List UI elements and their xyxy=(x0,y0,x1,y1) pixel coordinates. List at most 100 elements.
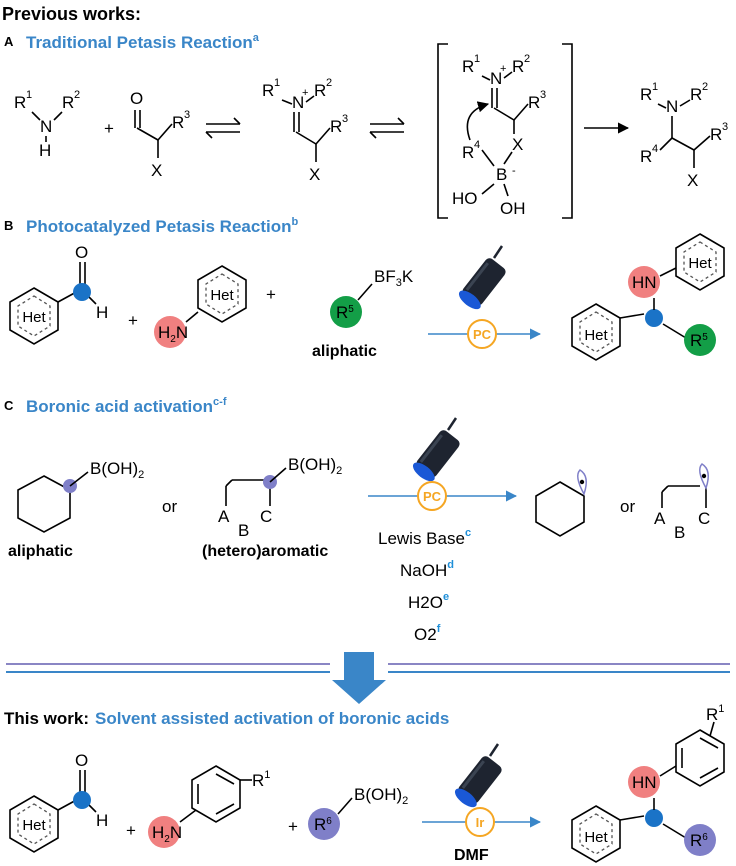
pc-label-b: PC xyxy=(473,327,492,342)
aliphatic-label-c: aliphatic xyxy=(8,543,73,560)
svg-text:R: R xyxy=(512,57,524,76)
svg-text:R: R xyxy=(330,117,342,136)
svg-text:R: R xyxy=(62,93,74,112)
section-b: B Photocatalyzed Petasis Reactionb Het O… xyxy=(4,216,725,361)
equilibrium-arrows-a2 xyxy=(369,117,405,139)
conditions-list: Lewis Basec NaOHd H2Oe O2f xyxy=(378,527,471,644)
svg-text:B: B xyxy=(674,523,685,542)
section-b-title-text: Photocatalyzed Petasis Reaction xyxy=(26,217,291,236)
r6-boronic-acid-tw: R6 B(OH)2 xyxy=(308,785,408,840)
this-work-section: This work: Solvent assisted activation of… xyxy=(4,703,725,864)
plus-b1: + xyxy=(128,311,138,330)
svg-text:+: + xyxy=(500,63,506,75)
product-carbon-dot xyxy=(645,309,663,327)
svg-text:N: N xyxy=(292,93,304,112)
svg-text:N: N xyxy=(40,117,52,136)
svg-text:-: - xyxy=(512,165,516,177)
svg-text:B(OH)2: B(OH)2 xyxy=(288,455,342,477)
svg-text:HO: HO xyxy=(452,189,478,208)
svg-text:O: O xyxy=(130,89,143,108)
product-structure-tw: Het HN R1 R6 xyxy=(571,703,725,863)
svg-text:A: A xyxy=(654,509,666,528)
plus-tw1: + xyxy=(126,821,136,840)
svg-text:R: R xyxy=(14,93,26,112)
svg-text:3: 3 xyxy=(342,113,348,125)
svg-text:N: N xyxy=(490,69,502,88)
section-c-title-sup: c-f xyxy=(213,396,227,408)
svg-text:R: R xyxy=(314,81,326,100)
section-a-title-sup: a xyxy=(253,32,260,44)
svg-text:H2N: H2N xyxy=(158,323,188,345)
this-work-prefix: This work: xyxy=(4,709,89,728)
svg-text:B(OH)2: B(OH)2 xyxy=(354,785,408,807)
svg-text:1: 1 xyxy=(274,77,280,89)
this-work-title-text: Solvent assisted activation of boronic a… xyxy=(95,709,449,728)
or-label-c1: or xyxy=(162,497,177,516)
svg-text:B: B xyxy=(238,521,249,540)
heteroaromatic-boronic-acid: A B C B(OH)2 (hetero)aromatic xyxy=(202,455,342,560)
svg-text:4: 4 xyxy=(652,143,658,155)
condition-naoh: NaOHd xyxy=(400,559,454,580)
cyclohexyl-boronic-acid: B(OH)2 aliphatic xyxy=(8,459,144,560)
aromatic-radical: A B C xyxy=(654,463,710,542)
svg-text:B: B xyxy=(496,165,507,184)
svg-text:OH: OH xyxy=(500,199,526,218)
section-divider xyxy=(6,652,730,704)
plus-a1: + xyxy=(104,119,114,138)
svg-text:HN: HN xyxy=(632,273,657,292)
svg-text:O: O xyxy=(75,243,88,262)
aromatic-label-c: (hetero)aromatic xyxy=(202,543,328,560)
r5-green-circle xyxy=(330,296,362,328)
svg-text:R: R xyxy=(690,85,702,104)
svg-text:O: O xyxy=(75,751,88,770)
svg-text:HN: HN xyxy=(632,773,657,792)
dmf-label: DMF xyxy=(454,847,489,864)
cyclohexyl-radical xyxy=(535,469,587,537)
section-c-title-text: Boronic acid activation xyxy=(26,397,213,416)
section-b-letter: B xyxy=(4,218,13,233)
het-aldehyde-tw: Het O H xyxy=(9,751,108,853)
svg-text:B(OH)2: B(OH)2 xyxy=(90,459,144,481)
svg-text:1: 1 xyxy=(26,89,32,101)
r5-bf3k-b: R5 BF3K aliphatic xyxy=(312,267,414,360)
svg-text:Het: Het xyxy=(22,817,46,834)
photocatalysis-arrow-c: PC xyxy=(368,416,518,511)
svg-text:4: 4 xyxy=(474,139,480,151)
svg-text:X: X xyxy=(151,161,162,180)
svg-text:2: 2 xyxy=(702,81,708,93)
svg-text:3: 3 xyxy=(184,109,190,121)
svg-text:C: C xyxy=(698,509,710,528)
het-aldehyde-b: Het O H xyxy=(9,243,108,345)
condition-lewis-base: Lewis Basec xyxy=(378,527,471,548)
svg-text:R: R xyxy=(172,113,184,132)
svg-text:H2N: H2N xyxy=(152,823,182,845)
svg-text:3: 3 xyxy=(722,121,728,133)
section-c: C Boronic acid activationc-f B(OH)2 alip… xyxy=(4,396,710,644)
pc-label-c: PC xyxy=(423,489,442,504)
svg-text:A: A xyxy=(218,507,230,526)
photocatalysis-arrow-b: PC xyxy=(428,244,542,349)
svg-text:H: H xyxy=(39,141,51,160)
svg-text:R: R xyxy=(462,143,474,162)
section-b-title: Photocatalyzed Petasis Reactionb xyxy=(26,216,298,236)
svg-text:2: 2 xyxy=(524,53,530,65)
svg-text:Het: Het xyxy=(688,255,712,272)
svg-text:X: X xyxy=(512,135,523,154)
svg-text:R: R xyxy=(710,125,722,144)
section-a-title-text: Traditional Petasis Reaction xyxy=(26,33,253,52)
svg-text:Het: Het xyxy=(22,309,46,326)
svg-text:2: 2 xyxy=(74,89,80,101)
svg-text:H: H xyxy=(96,303,108,322)
section-c-title: Boronic acid activationc-f xyxy=(26,396,227,416)
lamp-icon xyxy=(450,742,505,812)
svg-text:X: X xyxy=(309,165,320,184)
section-a-letter: A xyxy=(4,34,14,49)
svg-text:2: 2 xyxy=(326,77,332,89)
amine-red-circle xyxy=(154,316,186,348)
svg-text:R1: R1 xyxy=(252,769,270,790)
condition-water: H2Oe xyxy=(408,591,449,612)
